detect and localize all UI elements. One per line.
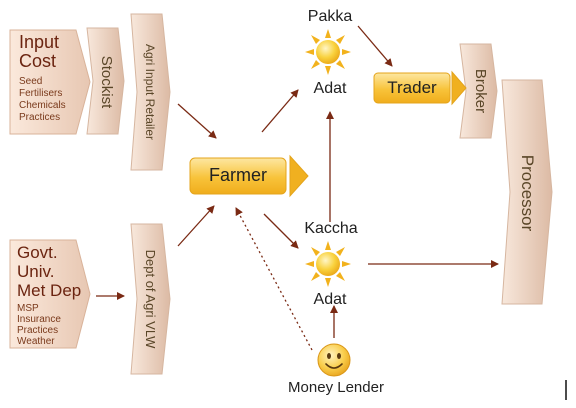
trader-chip-arrow	[451, 70, 467, 106]
retailer-chevron	[130, 13, 171, 171]
govt-box	[9, 239, 91, 349]
kaccha-label: Kaccha	[304, 220, 358, 237]
money-lender-label: Money Lender	[288, 379, 384, 396]
arrow-vlw-farmer	[177, 205, 215, 247]
govt-item: Insurance	[17, 314, 61, 325]
processor-chevron	[501, 79, 553, 305]
trader-label: Trader	[387, 78, 437, 97]
trader-chip	[373, 72, 451, 104]
input-cost-box	[9, 29, 91, 135]
input-cost-item: Chemicals	[19, 100, 66, 111]
govt-item: Practices	[17, 325, 59, 336]
arrow-pakka-trader	[357, 25, 393, 67]
input-cost-title-line1: Input	[19, 32, 60, 52]
input-cost-item: Fertilisers	[19, 88, 63, 99]
stockist-label: Stockist	[98, 55, 115, 109]
govt-line: Univ.	[17, 262, 55, 281]
farmer-chip-arrow	[289, 154, 309, 198]
kaccha-adat-label: Adat	[313, 291, 347, 308]
farmer-chip	[189, 157, 287, 195]
pakka-sun-icon	[305, 29, 351, 75]
arrow-farmer-kaccha	[263, 213, 299, 249]
kaccha-sun-icon	[305, 241, 351, 287]
farmer-label: Farmer	[209, 165, 267, 185]
pakka-label: Pakka	[307, 8, 353, 25]
govt-item: Weather	[17, 336, 55, 347]
arrow-farmer-pakka	[261, 89, 299, 133]
processor-label: Processor	[518, 154, 537, 232]
input-cost-item: Seed	[19, 76, 43, 87]
govt-item: MSP	[17, 303, 39, 314]
govt-line: Govt.	[17, 243, 58, 262]
govt-line: Met Dep	[17, 281, 82, 300]
arrow-retailer-farmer	[177, 103, 217, 139]
pakka-adat-label: Adat	[313, 80, 347, 97]
retailer-label: Agri Input Retailer	[143, 43, 157, 141]
arrow-lender-farmer	[235, 207, 313, 351]
broker-label: Broker	[472, 68, 489, 114]
input-cost-title-line2: Cost	[19, 51, 57, 71]
broker-chevron	[459, 43, 498, 139]
stockist-chevron	[86, 27, 125, 135]
vlw-label: Dept of Agri VLW	[143, 249, 158, 349]
smiley-icon	[317, 343, 351, 377]
input-cost-item: Practices	[19, 112, 61, 123]
vlw-chevron	[130, 223, 171, 375]
